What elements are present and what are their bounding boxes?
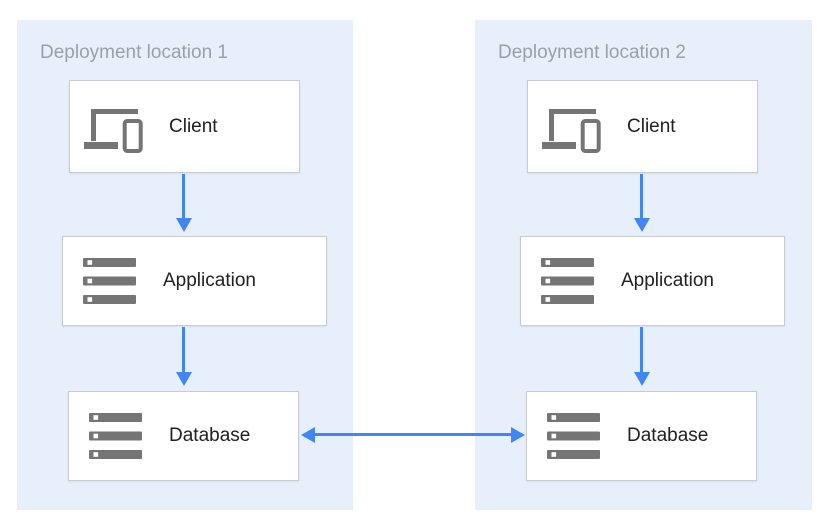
server-stack-icon	[83, 258, 136, 304]
zone-label: Deployment location 2	[498, 42, 686, 63]
arrow-head-right-icon	[511, 427, 525, 443]
arrow-head-down-icon	[176, 372, 192, 386]
node-database-1: Database	[68, 391, 299, 481]
arrow-head-down-icon	[634, 218, 650, 232]
arrow-line	[313, 433, 513, 436]
arrow-head-down-icon	[176, 218, 192, 232]
node-application-1: Application	[62, 236, 327, 326]
node-label: Database	[169, 425, 251, 446]
node-client-2: Client	[527, 80, 758, 173]
node-label: Application	[163, 270, 256, 291]
server-stack-icon	[547, 413, 600, 459]
server-stack-icon	[89, 413, 142, 459]
arrow-line	[182, 174, 185, 219]
arrow-line	[182, 327, 185, 373]
node-database-2: Database	[526, 391, 757, 481]
node-client-1: Client	[69, 80, 300, 173]
node-application-2: Application	[520, 236, 785, 326]
zone-label: Deployment location 1	[40, 42, 228, 63]
arrow-head-down-icon	[634, 372, 650, 386]
client-devices-icon	[84, 100, 143, 154]
node-label: Database	[627, 425, 709, 446]
client-devices-icon	[542, 100, 601, 154]
arrow-line	[640, 174, 643, 219]
node-label: Client	[169, 115, 218, 137]
server-stack-icon	[541, 258, 594, 304]
arrow-head-left-icon	[301, 427, 315, 443]
node-label: Client	[627, 115, 676, 137]
arrow-line	[640, 327, 643, 373]
node-label: Application	[621, 270, 714, 291]
